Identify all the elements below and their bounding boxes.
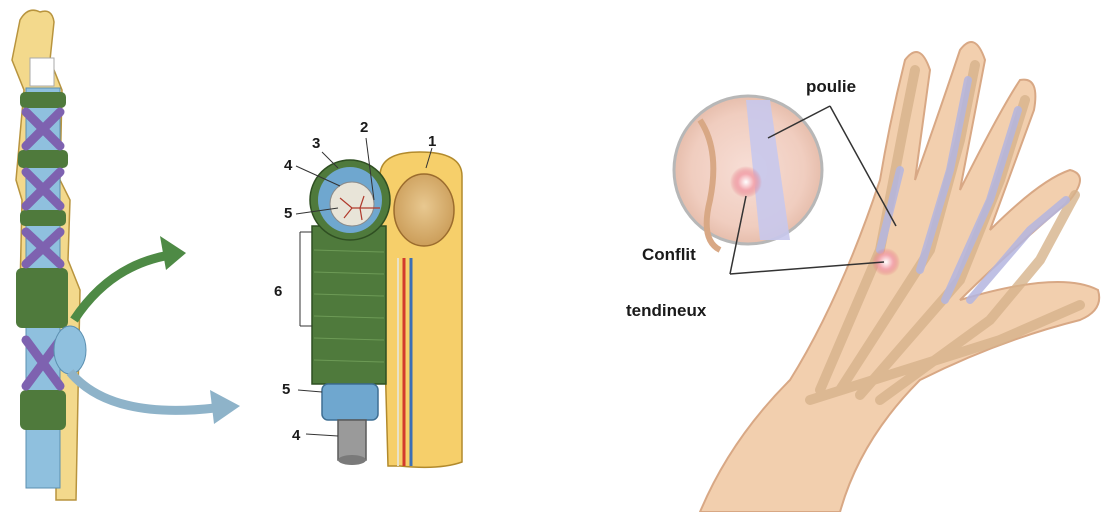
tendon-tip <box>30 58 54 86</box>
sheath-label-5-top: 5 <box>284 206 292 221</box>
sheath-cross-section <box>296 138 462 467</box>
synovial-sheath <box>322 384 378 420</box>
conflict-label-line2: tendineux <box>626 302 706 319</box>
sheath-label-3: 3 <box>312 136 320 151</box>
bone-marrow <box>394 174 454 246</box>
sheath-label-2: 2 <box>360 120 368 135</box>
annular-pulley-a4 <box>18 150 68 168</box>
green-arrow-head <box>160 236 186 270</box>
sheath-bulge <box>54 326 86 374</box>
green-arrow <box>74 255 170 320</box>
zoom-conflict-spot <box>730 166 762 198</box>
blue-arrow-head <box>210 390 240 424</box>
annular-pulley-a5 <box>20 92 66 108</box>
finger-pulley-illustration <box>12 10 240 500</box>
annular-pulley-a1 <box>20 390 66 430</box>
sheath-label-1: 1 <box>428 134 436 149</box>
sheath-label-4-bottom: 4 <box>292 428 300 443</box>
annular-pulley-a3 <box>20 210 66 226</box>
tendon-section <box>330 182 374 226</box>
sheath-label-6: 6 <box>274 284 282 299</box>
pulley-label: poulie <box>806 78 856 95</box>
sheath-label-5-bottom: 5 <box>282 382 290 397</box>
tendon <box>338 420 366 460</box>
tendon-end <box>338 455 366 465</box>
blue-arrow <box>70 372 215 410</box>
annular-pulley-a2 <box>16 268 68 328</box>
conflict-label-line1: Conflit <box>642 246 696 263</box>
hand-illustration <box>674 42 1099 512</box>
sheath-label-4-top: 4 <box>284 158 292 173</box>
